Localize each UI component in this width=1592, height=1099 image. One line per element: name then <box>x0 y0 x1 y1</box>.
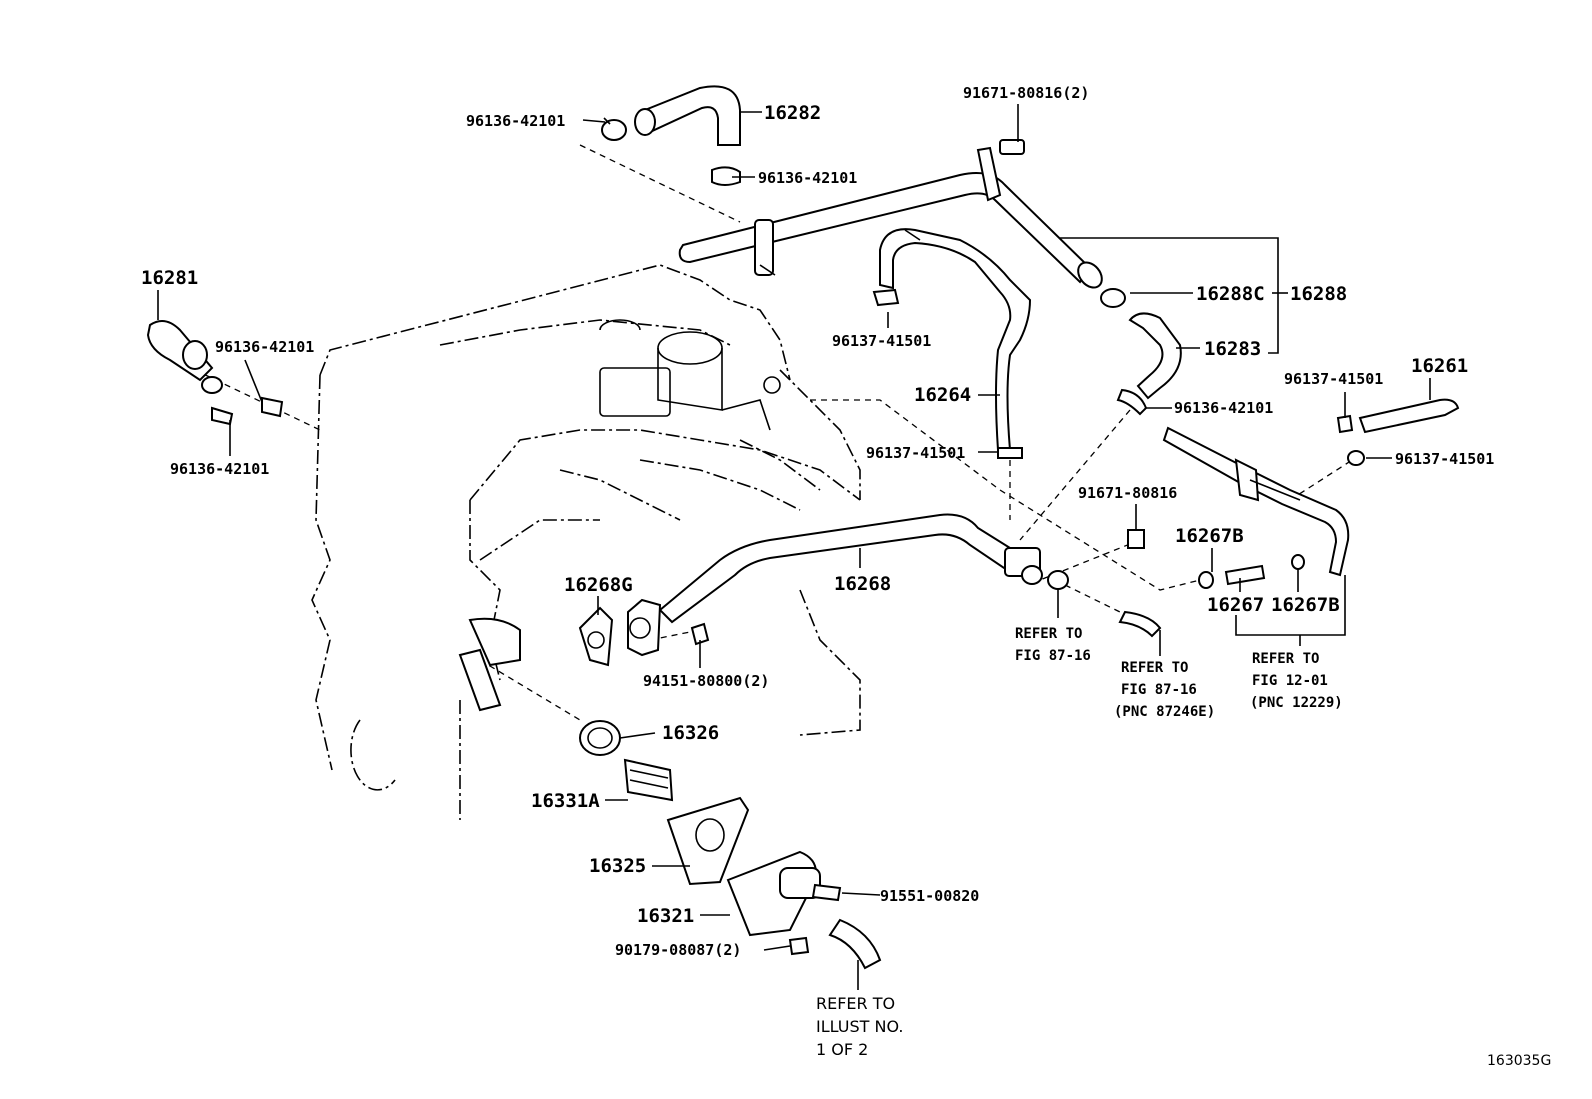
label-91551-00820[interactable]: 91551-00820 <box>880 887 979 905</box>
label-16325[interactable]: 16325 <box>589 855 646 877</box>
refer-note-2-line-3: (PNC 87246E) <box>1114 704 1215 720</box>
refer-note-4-line-1: REFER TO <box>816 994 895 1013</box>
label-16281[interactable]: 16281 <box>141 267 198 289</box>
label-16288[interactable]: 16288 <box>1290 283 1347 305</box>
label-96137-41501-center[interactable]: 96137-41501 <box>866 444 965 462</box>
label-16267b-b[interactable]: 16267B <box>1271 594 1340 616</box>
label-96136-42101-left-b[interactable]: 96136-42101 <box>170 460 269 478</box>
refer-note-1-line-2: FIG 87-16 <box>1015 648 1091 664</box>
label-16282[interactable]: 16282 <box>764 102 821 124</box>
figure-number: 163035G <box>1487 1053 1551 1069</box>
hose-16261 <box>1336 398 1460 466</box>
label-16267[interactable]: 16267 <box>1207 594 1264 616</box>
refer-note-4-line-3: 1 OF 2 <box>816 1040 868 1059</box>
label-96137-41501-far-right[interactable]: 96137-41501 <box>1395 450 1494 468</box>
small-parts-right <box>1118 529 1305 638</box>
thermostat-parts <box>458 617 882 970</box>
label-91671-80816-2[interactable]: 91671-80816(2) <box>963 84 1089 102</box>
label-16268g[interactable]: 16268G <box>564 574 633 596</box>
label-16264[interactable]: 16264 <box>914 384 971 406</box>
label-leaders <box>157 104 1431 990</box>
hose-16264 <box>872 228 1032 459</box>
refer-note-2-line-1: REFER TO <box>1121 660 1188 676</box>
label-16283[interactable]: 16283 <box>1204 338 1261 360</box>
label-94151-80800-2[interactable]: 94151-80800(2) <box>643 672 769 690</box>
label-90179-08087-2[interactable]: 90179-08087(2) <box>615 941 741 959</box>
label-96137-41501-right-top[interactable]: 96137-41501 <box>1284 370 1383 388</box>
label-96136-42101-top-mid[interactable]: 96136-42101 <box>758 169 857 187</box>
label-91671-80816[interactable]: 91671-80816 <box>1078 484 1177 502</box>
refer-note-1-line-1: REFER TO <box>1015 626 1082 642</box>
hose-16283 <box>1100 288 1182 416</box>
label-16261[interactable]: 16261 <box>1411 355 1468 377</box>
pipe-16288 <box>678 139 1103 289</box>
label-96136-42101-left-a[interactable]: 96136-42101 <box>215 338 314 356</box>
label-16326[interactable]: 16326 <box>662 722 719 744</box>
label-16267b-a[interactable]: 16267B <box>1175 525 1244 547</box>
refer-note-2-line-2: FIG 87-16 <box>1121 682 1197 698</box>
part-labels: 16282 96136-42101 96136-42101 91671-8081… <box>141 84 1494 959</box>
gasket-16268g <box>578 598 710 667</box>
pipe-right-assembly <box>1162 426 1350 577</box>
label-96137-41501-mid[interactable]: 96137-41501 <box>832 332 931 350</box>
throttle-body <box>599 319 781 431</box>
refer-note-3-line-3: (PNC 12229) <box>1250 695 1343 711</box>
label-16331a[interactable]: 16331A <box>531 790 600 812</box>
label-96136-42101-top-left[interactable]: 96136-42101 <box>466 112 565 130</box>
hose-16282 <box>601 85 741 186</box>
refer-note-3-line-2: FIG 12-01 <box>1252 673 1328 689</box>
label-96136-42101-right[interactable]: 96136-42101 <box>1174 399 1273 417</box>
refer-note-4-line-2: ILLUST NO. <box>816 1017 903 1036</box>
label-16288c[interactable]: 16288C <box>1196 283 1265 305</box>
refer-note-3-line-1: REFER TO <box>1252 651 1319 667</box>
reference-notes: REFER TO FIG 87-16 REFER TO FIG 87-16 (P… <box>816 626 1343 1059</box>
engine-outline <box>311 264 861 820</box>
label-16268[interactable]: 16268 <box>834 573 891 595</box>
label-16321[interactable]: 16321 <box>637 905 694 927</box>
pipe-16268 <box>658 513 1069 624</box>
hose-16281 <box>146 320 284 426</box>
